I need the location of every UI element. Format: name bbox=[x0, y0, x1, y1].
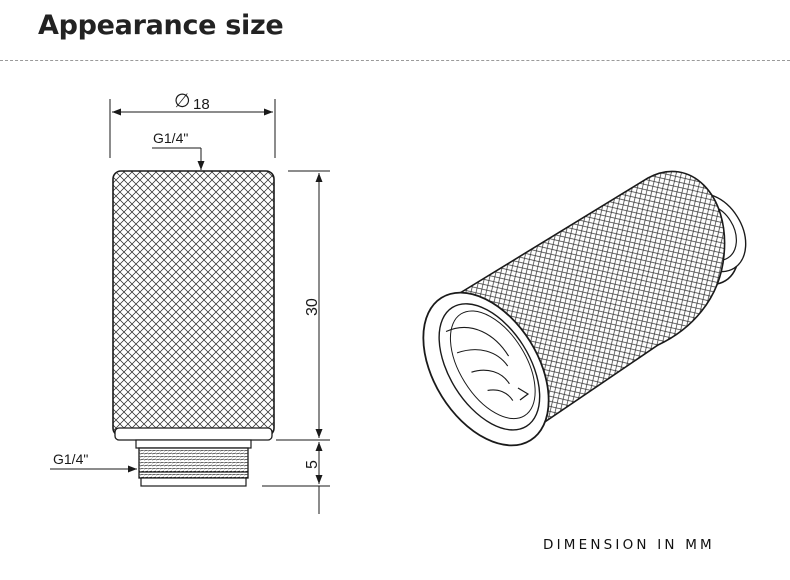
top-thread-label: G1/4" bbox=[153, 130, 188, 146]
front-view: ∅ 18 G1/4" G1/4" 30 5 bbox=[50, 91, 330, 514]
height-body-value: 30 bbox=[304, 298, 321, 316]
title-divider bbox=[0, 60, 790, 61]
thread-neck bbox=[135, 439, 252, 449]
diameter-value: 18 bbox=[193, 96, 210, 113]
height-thread-value: 5 bbox=[304, 460, 321, 469]
male-thread bbox=[138, 447, 249, 479]
body-bottom-ring bbox=[114, 427, 273, 441]
isometric-bore bbox=[438, 303, 541, 431]
isometric-view bbox=[422, 170, 747, 447]
bottom-thread-label: G1/4" bbox=[53, 451, 88, 467]
units-note: DIMENSION IN MM bbox=[543, 537, 715, 553]
page-title: Appearance size bbox=[38, 10, 284, 41]
diameter-symbol: ∅ bbox=[174, 91, 191, 112]
knurled-body bbox=[112, 170, 275, 437]
thread-end bbox=[140, 477, 247, 487]
